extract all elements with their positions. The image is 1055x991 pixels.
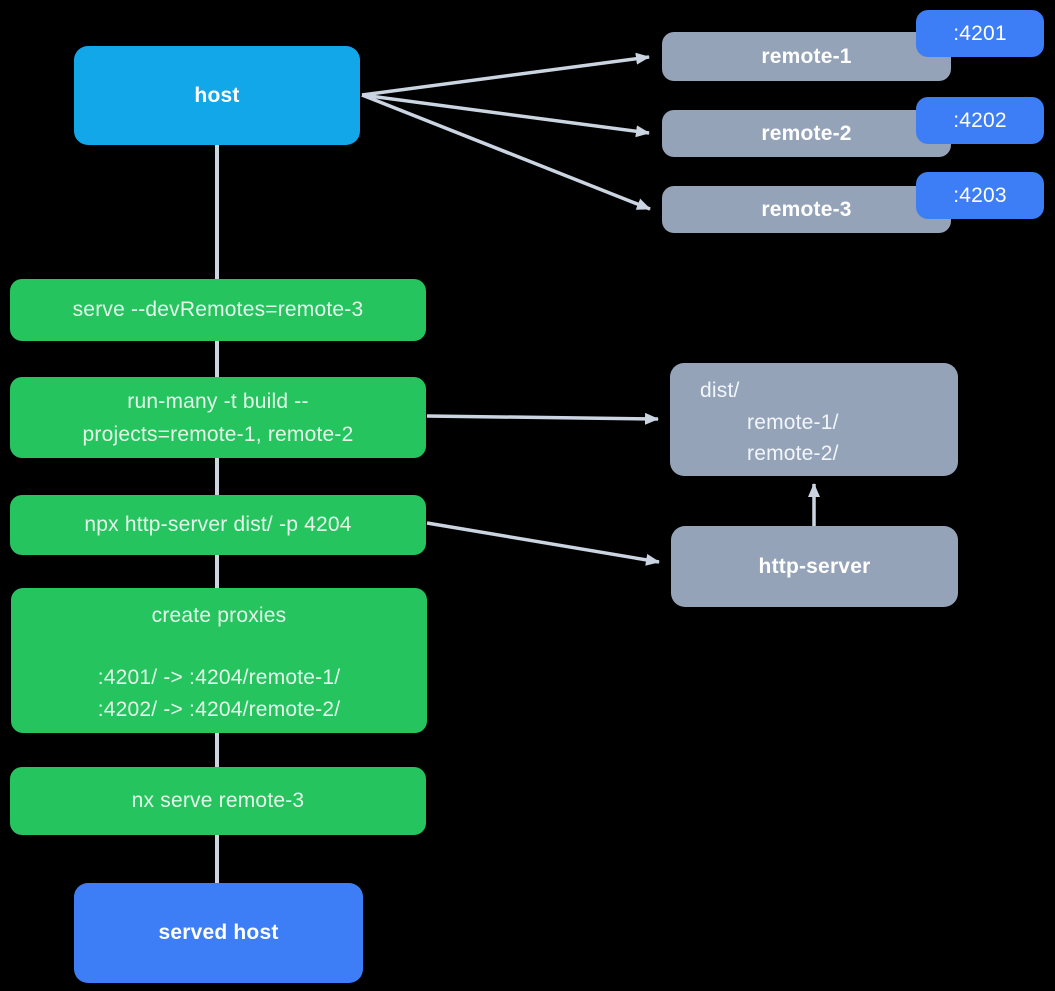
remote-1-label: remote-1 [761, 44, 852, 68]
served-host-node: served host [74, 883, 363, 983]
edge-npx-httpserver [426, 521, 660, 566]
remote-2-label: remote-2 [761, 121, 852, 145]
edge-runmany-dist [426, 412, 659, 425]
port-badge-4203: :4203 [916, 172, 1044, 219]
remote-3-label: remote-3 [761, 197, 852, 221]
step-nx-serve-label: nx serve remote-3 [131, 789, 305, 812]
port-badge-4201: :4201 [916, 10, 1044, 57]
edge-host-remote-2 [361, 93, 650, 138]
step-nx-serve-box: nx serve remote-3 [10, 767, 426, 835]
served-host-label: served host [158, 921, 279, 944]
port-4203-label: :4203 [953, 183, 1007, 207]
remote-2-node: remote-2 [662, 110, 951, 157]
http-server-label: http-server [758, 554, 871, 578]
port-badge-4202: :4202 [916, 97, 1044, 144]
step-create-proxies-box: create proxies :4201/ -> :4204/remote-1/… [11, 588, 427, 733]
step-run-many-line-2: projects=remote-1, remote-2 [82, 422, 354, 446]
port-4201-label: :4201 [953, 21, 1007, 45]
http-server-node: http-server [671, 526, 958, 607]
remote-3-node: remote-3 [662, 186, 951, 233]
step-npx-http-server-box: npx http-server dist/ -p 4204 [10, 495, 426, 555]
step-run-many-box: run-many -t build -- projects=remote-1, … [10, 377, 426, 458]
dist-line-root: dist/ [700, 379, 740, 402]
host-label: host [194, 83, 240, 107]
dist-folder-node: dist/ remote-1/ remote-2/ [670, 363, 958, 476]
dist-line-remote-2: remote-2/ [747, 442, 839, 465]
create-proxies-title: create proxies [151, 604, 287, 627]
dist-line-remote-1: remote-1/ [747, 410, 839, 434]
host-node: host [74, 46, 360, 145]
step-run-many-line-1: run-many -t build -- [127, 389, 309, 413]
proxy-mapping-1: :4201/ -> :4204/remote-1/ [97, 666, 341, 689]
proxy-mapping-2: :4202/ -> :4204/remote-2/ [97, 698, 341, 721]
edge-host-remote-3 [361, 93, 651, 211]
edge-host-remote-1 [361, 52, 650, 97]
port-4202-label: :4202 [953, 108, 1007, 132]
remote-1-node: remote-1 [662, 32, 951, 81]
step-serve-devremotes-box: serve --devRemotes=remote-3 [10, 279, 426, 341]
step-npx-http-server-label: npx http-server dist/ -p 4204 [84, 513, 352, 536]
step-serve-devremotes-label: serve --devRemotes=remote-3 [72, 298, 364, 321]
